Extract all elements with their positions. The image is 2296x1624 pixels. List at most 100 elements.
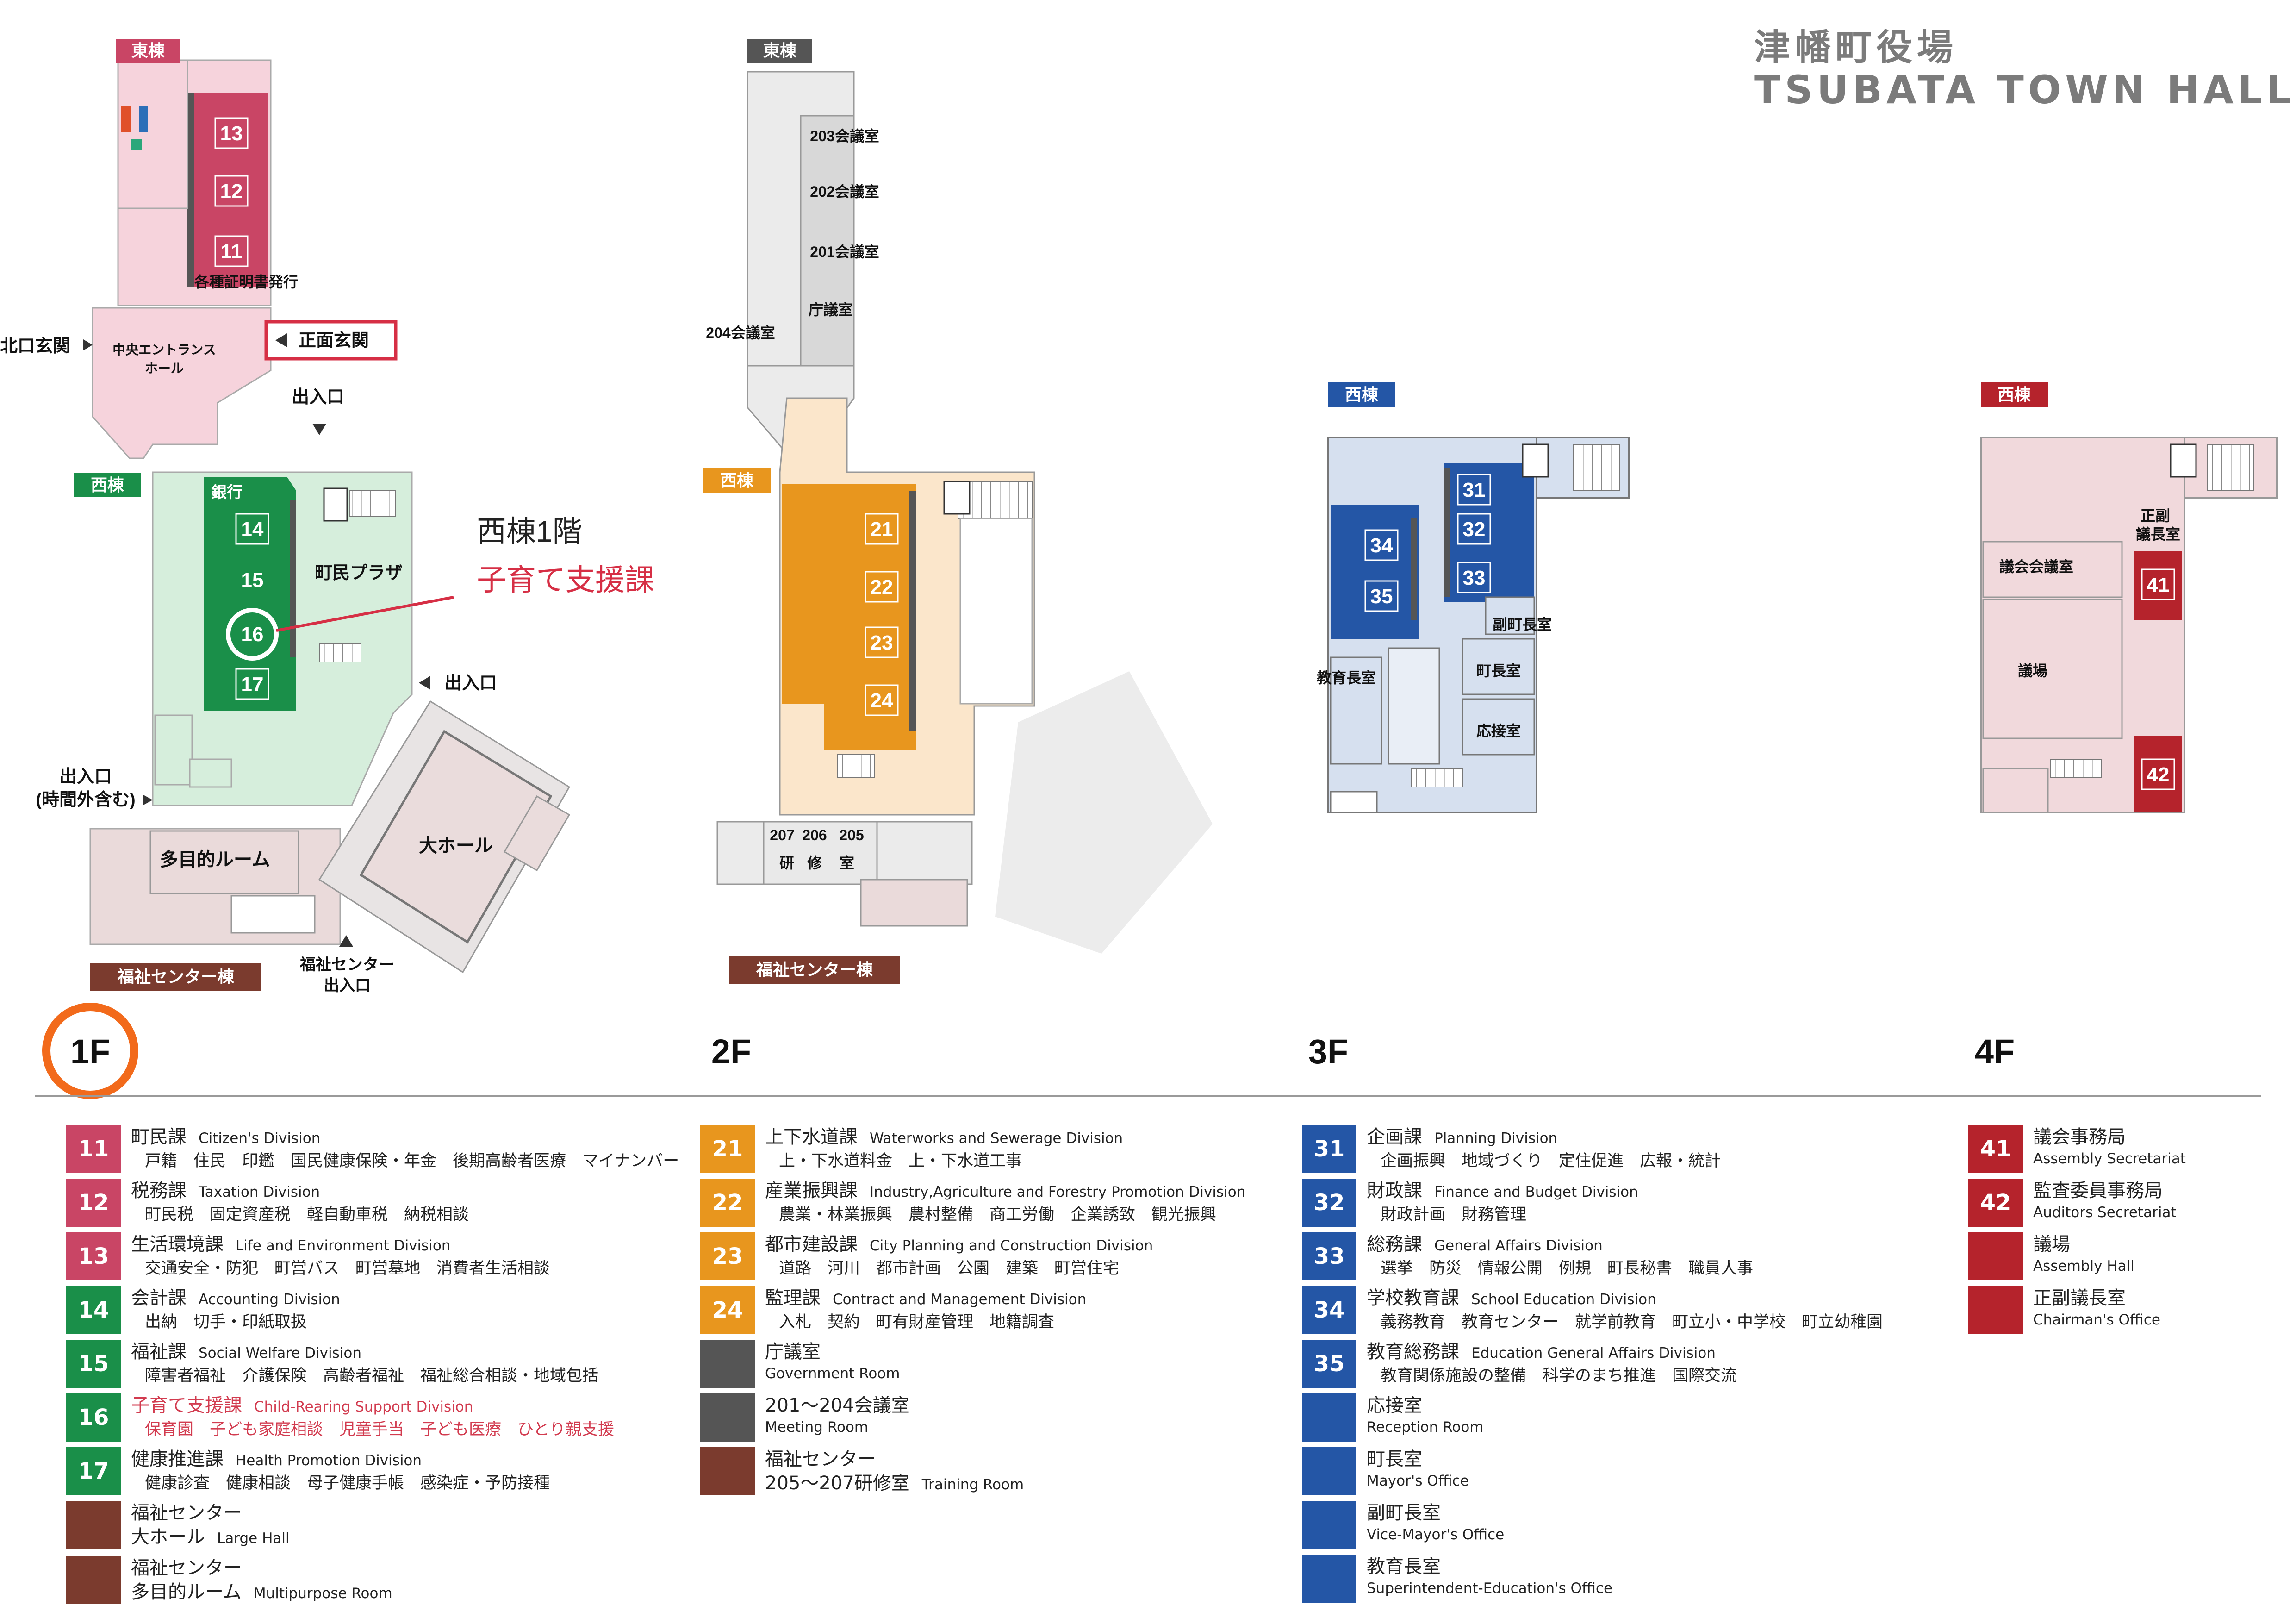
legend-title: 町長室 [1367,1447,1469,1471]
legend-title: 教育長室 [1367,1555,1612,1579]
legend-title-2: 205～207研修室 Training Room [765,1471,1024,1497]
legend-title-en: Health Promotion Division [236,1452,422,1469]
current-floor-ring [42,1003,138,1099]
room-12-1f: 12 [220,180,243,203]
elevator-icon [943,481,971,515]
legend-title-jp2: 大ホール [131,1526,205,1548]
legend-title-en: Multipurpose Room [253,1585,392,1602]
elevator-icon [1522,443,1549,478]
legend-swatch [1302,1393,1356,1442]
room-16-1f: 16 [241,623,264,646]
label-t207b: 研 [779,855,794,871]
label-entrance-2: 出入口 [444,674,497,693]
floor-plans: 東棟 西棟 福祉センター棟 東棟 西棟 福祉センター棟 西棟 西棟 13 12 … [0,39,2278,1099]
legend-detail: 上・下水道料金 上・下水道工事 [779,1152,1022,1170]
legend-subtitle-en: Auditors Secretariat [2033,1204,2177,1221]
legend-detail: 出納 切手・印紙取扱 [145,1313,307,1331]
legend-title-jp2: 205～207研修室 [765,1473,910,1494]
room-23-2f: 23 [871,631,893,654]
legend-detail: 健康診査 健康相談 母子健康手帳 感染症・予防接種 [145,1474,550,1493]
legend-swatch [1302,1447,1356,1495]
legend-title-en: Industry,Agriculture and Forestry Promot… [870,1184,1246,1200]
legend-title-en: Waterworks and Sewerage Division [870,1130,1123,1147]
multipurpose-room [149,830,299,894]
room-35-3f: 35 [1370,585,1393,608]
legend-title: 議会事務局 [2033,1125,2186,1149]
arrow-icon [143,794,153,806]
legend-detail: 財政計画 財務管理 [1381,1206,1527,1224]
legend-title: 福祉センター [131,1501,290,1525]
legend-swatch [700,1340,755,1388]
label-main-entrance: 正面玄関 [299,331,369,350]
tag-west-1f: 西棟 [91,475,124,494]
floor-label-2f: 2F [711,1032,751,1071]
legend-title-en: Contract and Management Division [833,1291,1087,1308]
legend-title-en: Training Room [921,1476,1024,1493]
arrow-icon [275,333,287,347]
legend-subtitle-en: Government Room [765,1365,900,1382]
legend-title-en: Life and Environment Division [236,1237,451,1254]
highlight-ring-16 [226,608,279,661]
legend-title-jp2: 多目的ルーム [131,1581,242,1603]
arrow-icon [83,339,93,350]
legend-swatch: 32 [1302,1179,1356,1227]
divider [35,1095,2261,1097]
label-welfare-entrance-2: 出入口 [324,977,371,994]
legend-title: 応接室 [1367,1393,1484,1418]
room-24-2f: 24 [871,689,893,712]
legend-title-jp: 会計課 [131,1287,187,1309]
training-rooms [763,821,878,885]
floor-label-1f: 1F [70,1032,110,1071]
label-reception: 応接室 [1476,723,1521,739]
legend-title-jp: 正副議長室 [2033,1287,2126,1309]
elevator-icon [2170,443,2197,478]
callout-line2: 子育て支援課 [477,563,654,597]
label-certificates: 各種証明書発行 [194,274,298,290]
legend-title: 正副議長室 [2033,1286,2160,1310]
label-m203: 203会議室 [810,128,879,144]
legend-subtitle-en: Assembly Secretariat [2033,1150,2186,1167]
legend-title-jp: 総務課 [1367,1234,1422,1255]
legend-swatch [1302,1501,1356,1549]
label-t206a: 206 [802,827,827,843]
legend-swatch: 22 [700,1179,755,1227]
legend-swatch: 41 [1968,1125,2023,1173]
legend-detail: 入札 契約 町有財産管理 地籍調査 [779,1313,1055,1331]
legend-swatch: 17 [66,1447,121,1495]
legend-title-jp: 監理課 [765,1287,821,1309]
room-17-1f: 17 [241,673,264,696]
bank-label-bg [206,479,248,505]
legend-subtitle-en: Reception Room [1367,1419,1484,1436]
legend-title: 福祉センター [765,1447,1024,1471]
legend-title-2: 多目的ルーム Multipurpose Room [131,1580,392,1605]
legend-subtitle-en: Superintendent-Education's Office [1367,1580,1613,1597]
label-central-hall-1: 中央エントランス [112,343,216,357]
legend-title-jp: 生活環境課 [131,1234,224,1255]
legend-subtitle-en: Vice-Mayor's Office [1367,1526,1505,1543]
legend-swatch: 11 [66,1125,121,1173]
legend-title-jp: 副町長室 [1367,1502,1441,1524]
